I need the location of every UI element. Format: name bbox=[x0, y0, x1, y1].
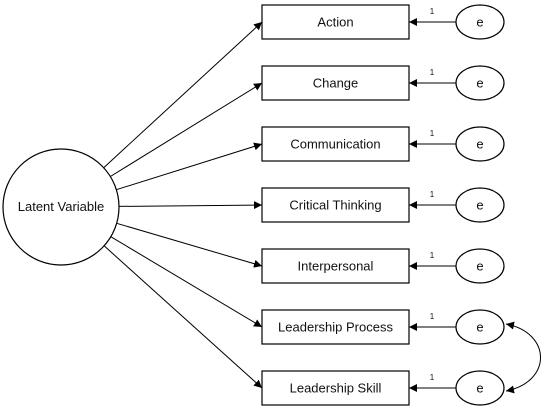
nodes-layer: Action1eChange1eCommunication1eCritical … bbox=[261, 4, 505, 406]
error-label: e bbox=[476, 381, 483, 396]
error-label: e bbox=[476, 137, 483, 152]
error-weight-label: 1 bbox=[430, 251, 435, 260]
error-label: e bbox=[476, 259, 483, 274]
paths-layer bbox=[103, 18, 541, 394]
indicator-box bbox=[261, 187, 410, 223]
indicator-label: Interpersonal bbox=[298, 259, 374, 274]
error-weight-label: 1 bbox=[430, 190, 435, 199]
latent-variable: Latent Variable bbox=[2, 148, 120, 266]
error-weight-label: 1 bbox=[430, 312, 435, 321]
path-arrow-change bbox=[110, 82, 263, 177]
error-term-leadership-skill: e bbox=[455, 370, 505, 406]
indicator-box bbox=[261, 65, 410, 101]
latent-variable-label: Latent Variable bbox=[18, 199, 105, 214]
indicator-action: Action bbox=[261, 4, 410, 40]
indicator-label: Leadership Skill bbox=[290, 381, 382, 396]
error-weight-label: 1 bbox=[430, 68, 435, 77]
indicator-label: Change bbox=[313, 76, 359, 91]
error-term-change: e bbox=[455, 65, 505, 101]
indicator-box bbox=[261, 4, 410, 40]
error-ellipse bbox=[455, 309, 505, 345]
error-ellipse bbox=[455, 65, 505, 101]
indicator-leadership-process: Leadership Process bbox=[261, 309, 410, 345]
error-weight-label: 1 bbox=[430, 373, 435, 382]
covariance-arrow bbox=[505, 321, 541, 394]
error-term-leadership-process: e bbox=[455, 309, 505, 345]
error-term-action: e bbox=[455, 4, 505, 40]
error-term-critical-thinking: e bbox=[455, 187, 505, 223]
path-arrow-leadership-skill bbox=[103, 245, 263, 389]
indicator-communication: Communication bbox=[261, 126, 410, 162]
indicator-critical-thinking: Critical Thinking bbox=[261, 187, 410, 223]
indicator-box bbox=[261, 370, 410, 406]
error-term-interpersonal: e bbox=[455, 248, 505, 284]
indicator-box bbox=[261, 126, 410, 162]
path-arrow-communication bbox=[116, 142, 263, 191]
error-label: e bbox=[476, 320, 483, 335]
error-ellipse bbox=[455, 187, 505, 223]
error-label: e bbox=[476, 15, 483, 30]
path-arrow-interpersonal bbox=[116, 222, 263, 268]
path-arrow-critical-thinking bbox=[118, 201, 263, 210]
error-term-communication: e bbox=[455, 126, 505, 162]
indicator-box bbox=[261, 309, 410, 345]
error-ellipse bbox=[455, 126, 505, 162]
error-label: e bbox=[476, 198, 483, 213]
error-ellipse bbox=[455, 4, 505, 40]
error-label: e bbox=[476, 76, 483, 91]
indicator-label: Leadership Process bbox=[278, 320, 393, 335]
latent-variable-circle bbox=[2, 148, 120, 266]
indicator-interpersonal: Interpersonal bbox=[261, 248, 410, 284]
indicator-leadership-skill: Leadership Skill bbox=[261, 370, 410, 406]
path-arrow-action bbox=[103, 21, 263, 169]
path-arrow-leadership-process bbox=[110, 236, 263, 328]
error-ellipse bbox=[455, 248, 505, 284]
indicator-label: Communication bbox=[290, 137, 380, 152]
error-ellipse bbox=[455, 370, 505, 406]
indicator-box bbox=[261, 248, 410, 284]
indicator-label: Action bbox=[317, 15, 353, 30]
error-weight-label: 1 bbox=[430, 7, 435, 16]
error-weight-label: 1 bbox=[430, 129, 435, 138]
indicator-change: Change bbox=[261, 65, 410, 101]
indicator-label: Critical Thinking bbox=[289, 198, 381, 213]
